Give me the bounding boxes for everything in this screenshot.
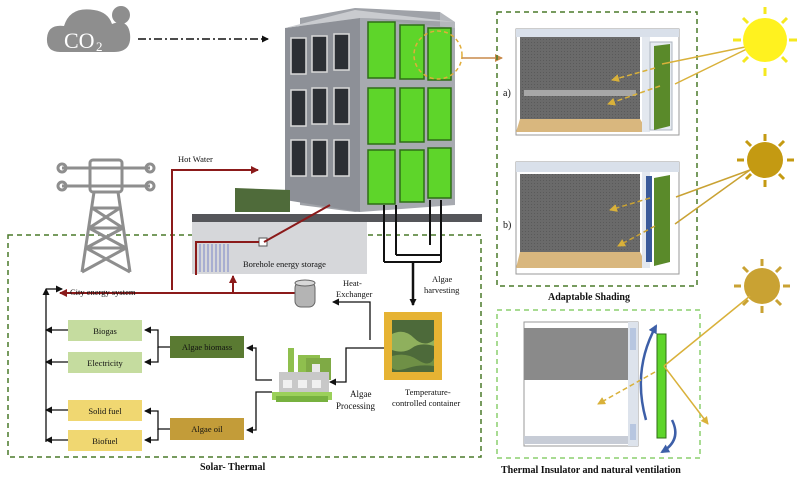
algae-panel	[427, 27, 452, 81]
solid-fuel-label: Solid fuel	[88, 406, 122, 416]
biofuel-box	[68, 430, 142, 451]
algae-processing-label-2: Processing	[336, 401, 375, 411]
electricity-label: Electricity	[87, 358, 123, 368]
insulator-section	[523, 321, 667, 447]
harvest-pipes	[383, 200, 442, 306]
biofuel-label: Biofuel	[92, 436, 118, 446]
power-pylon-icon	[56, 158, 156, 274]
temperature-container	[384, 312, 442, 380]
factory-icon	[272, 348, 332, 402]
thermal-insulator-frame	[496, 309, 701, 459]
arrow-to-heat-exchanger	[332, 298, 371, 340]
algae-panel	[427, 87, 452, 141]
sun-icon	[737, 134, 794, 187]
co2-cloud-icon: CO 2	[46, 6, 131, 54]
adaptable-shading-frame	[496, 11, 698, 287]
detail-highlight-circle	[413, 30, 463, 80]
biogas-label: Biogas	[93, 326, 117, 336]
algae-oil-label: Algae oil	[191, 424, 223, 434]
algae-harvesting-label-1: Algae	[432, 274, 453, 284]
co2-label: CO	[64, 28, 95, 53]
ground-strip	[235, 188, 290, 212]
hot-water-pipes	[59, 166, 331, 297]
option-b-label: b)	[503, 220, 511, 231]
temp-container-label-1: Temperature-	[405, 387, 451, 397]
electricity-box	[68, 352, 142, 373]
option-a-label: a)	[503, 88, 511, 99]
adaptable-shading-label: Adaptable Shading	[548, 292, 630, 303]
algae-panel	[367, 87, 396, 145]
ventilation-arrow-up	[639, 324, 658, 421]
solid-fuel-box	[68, 400, 142, 421]
algae-harvesting-label-2: harvesting	[424, 285, 460, 295]
solar-thermal-label: Solar- Thermal	[200, 462, 265, 473]
ground-slab	[192, 214, 482, 222]
temp-container-label-2: controlled container	[392, 398, 460, 408]
borehole-label: Borehole energy storage	[243, 259, 326, 269]
sun-icon	[733, 7, 797, 76]
co2-subscript: 2	[96, 39, 103, 54]
sun-icon	[734, 259, 790, 313]
algae-panel	[367, 149, 396, 205]
algae-biomass-box	[170, 336, 244, 358]
biogas-box	[68, 320, 142, 341]
heat-exchanger-label-2: Exchanger	[336, 289, 373, 299]
algae-panel	[367, 21, 396, 79]
building	[285, 8, 463, 212]
algae-panel	[427, 147, 452, 199]
arrow-to-biomass	[246, 344, 272, 381]
algae-biomass-label: Algae biomass	[182, 342, 232, 352]
room-a	[515, 28, 680, 136]
thermal-insulator-label: Thermal Insulator and natural ventilatio…	[501, 465, 681, 476]
arrow-to-oil	[246, 391, 272, 434]
hot-water-label: Hot Water	[178, 154, 213, 164]
algae-panel	[399, 149, 425, 203]
algae-oil-box	[170, 418, 244, 440]
heat-exchanger-label-1: Heat-	[343, 278, 362, 288]
borehole-storage	[192, 222, 367, 274]
room-b	[515, 161, 680, 275]
arrow-to-processing	[329, 347, 384, 386]
algae-processing-label-1: Algae	[350, 389, 372, 399]
algae-panel	[399, 87, 425, 143]
heat-exchanger-icon	[294, 279, 316, 308]
ventilation-arrow-down	[660, 419, 677, 454]
city-energy-label: City energy system	[70, 287, 136, 297]
deflected-ray	[597, 371, 656, 405]
